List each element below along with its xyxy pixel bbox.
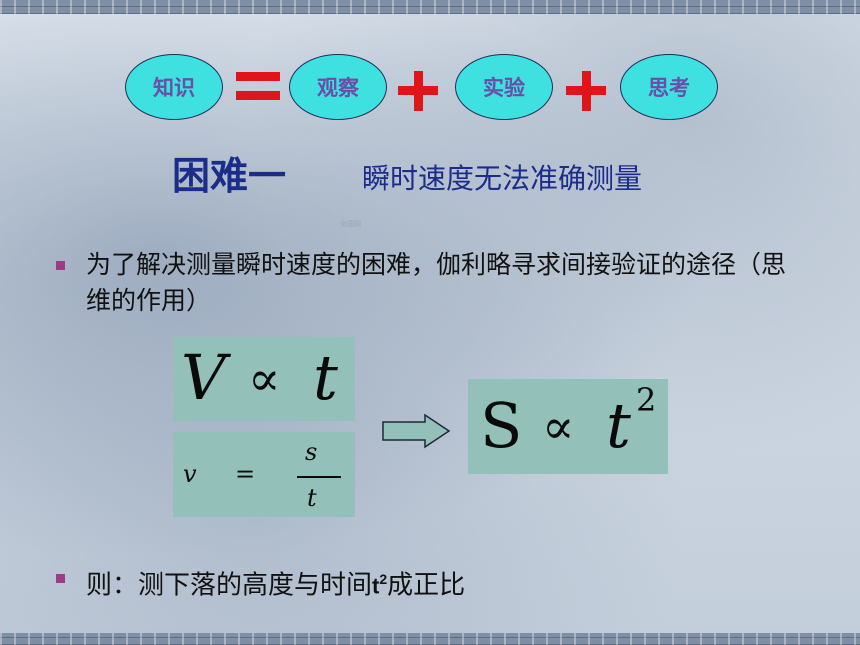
fraction-numerator: s: [305, 438, 318, 466]
proportional-symbol: ∝: [248, 351, 281, 407]
fraction-denominator: t: [307, 484, 317, 512]
fraction-bar: [297, 476, 341, 478]
bullet-text-1: 为了解决测量瞬时速度的困难，伽利略寻求间接验证的途径（思维的作用）: [86, 250, 787, 315]
oval-observation-label: 观察: [317, 76, 359, 100]
formula-t: t: [313, 341, 338, 414]
bullet-marker-2: [56, 574, 65, 583]
formula-v: V: [181, 341, 226, 414]
formula-box-s-prop-t-squared: S ∝ t 2: [468, 379, 668, 474]
oval-thinking-label: 思考: [648, 76, 690, 100]
formula-exponent: 2: [636, 381, 657, 419]
right-arrow-icon: [382, 413, 451, 449]
plus-sign-2: [566, 71, 606, 111]
formula-s: S: [480, 389, 523, 462]
oval-experiment-label: 实验: [483, 76, 525, 100]
watermark-text: 全国网: [340, 220, 361, 228]
equals-sign: [236, 66, 280, 106]
bottom-border-pattern: [0, 633, 860, 645]
plus-sign-1: [398, 71, 438, 111]
bullet-marker-1: [56, 261, 65, 270]
formula-box-v-equals-s-over-t: v = s t: [173, 432, 355, 517]
slide-title: 困难一: [172, 154, 287, 198]
oval-knowledge-label: 知识: [153, 76, 195, 100]
formula-box-v-prop-t: V ∝ t: [173, 337, 355, 421]
formula-small-v: v: [183, 460, 197, 488]
bullet-text-2-sup: 2: [379, 571, 388, 587]
oval-observation: 观察: [289, 54, 387, 120]
equals-symbol: =: [235, 460, 256, 488]
bullet-text-2-t: t: [372, 573, 380, 599]
top-border-pattern: [0, 0, 860, 14]
formula-t-2: t: [606, 389, 631, 462]
proportional-symbol-2: ∝: [542, 399, 575, 455]
bullet-text-2-prefix: 则：测下落的高度与时间: [86, 570, 373, 601]
oval-experiment: 实验: [455, 54, 553, 120]
oval-knowledge: 知识: [125, 54, 223, 120]
bullet-text-2-suffix: 成正比: [387, 570, 466, 601]
bullet-text-2: 则：测下落的高度与时间t2成正比: [86, 561, 465, 605]
slide-subtitle: 瞬时速度无法准确测量: [362, 162, 643, 195]
oval-thinking: 思考: [620, 54, 718, 120]
